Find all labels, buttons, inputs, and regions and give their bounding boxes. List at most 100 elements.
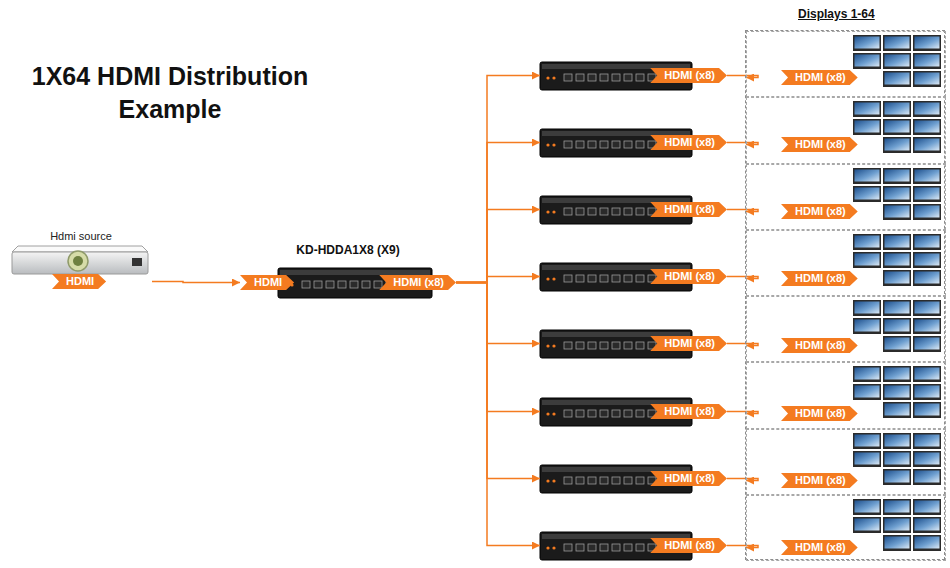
connector xyxy=(727,210,758,212)
connector xyxy=(727,143,758,145)
connector xyxy=(456,76,540,283)
display-monitor xyxy=(853,119,881,135)
splitter: HDMI (x8) xyxy=(540,196,727,224)
port-tag: HDMI (x8) xyxy=(781,406,858,421)
splitter: HDMI (x8) xyxy=(540,62,727,90)
connector xyxy=(456,283,540,546)
display-monitor xyxy=(883,517,911,533)
display-monitor xyxy=(853,300,881,316)
connector xyxy=(456,143,540,283)
splitter: HDMI (x8) xyxy=(540,465,727,493)
port-tag: HDMI (x8) xyxy=(650,471,727,486)
display-monitor xyxy=(883,433,911,449)
display-monitor xyxy=(913,517,941,533)
splitter-main: KD-HDDA1X8 (X9) HDMI HDMI (x8) xyxy=(240,236,456,300)
display-monitor xyxy=(913,204,941,220)
display-monitor xyxy=(883,137,911,153)
device-label: Hdmi source xyxy=(10,230,152,242)
display-monitor xyxy=(913,433,941,449)
display-monitor xyxy=(883,270,911,286)
port-tag: HDMI (x8) xyxy=(650,336,727,351)
connector xyxy=(152,282,240,283)
port-tag: HDMI (x8) xyxy=(650,135,727,150)
display-monitor xyxy=(883,53,911,69)
port-tag: HDMI xyxy=(240,275,294,290)
connector xyxy=(456,283,540,412)
display-monitor xyxy=(853,318,881,334)
splitter: HDMI (x8) xyxy=(540,330,727,358)
port-tag: HDMI (x8) xyxy=(379,275,456,290)
port-tag: HDMI (x8) xyxy=(650,404,727,419)
splitter: HDMI (x8) xyxy=(540,532,727,560)
display-monitor xyxy=(913,318,941,334)
port-tag: HDMI (x8) xyxy=(650,538,727,553)
display-monitor xyxy=(883,204,911,220)
display-monitor xyxy=(913,300,941,316)
port-tag: HDMI (x8) xyxy=(781,137,858,152)
display-monitor xyxy=(883,535,911,551)
display-monitor xyxy=(853,433,881,449)
display-monitor xyxy=(853,234,881,250)
display-monitor xyxy=(883,499,911,515)
display-monitor xyxy=(853,517,881,533)
splitter: HDMI (x8) xyxy=(540,398,727,426)
display-monitor xyxy=(883,336,911,352)
display-monitor xyxy=(913,101,941,117)
model-label: KD-HDDA1X8 (X9) xyxy=(240,243,456,257)
region-heading: Displays 1-64 xyxy=(798,7,875,21)
port-tag: HDMI (x8) xyxy=(781,473,858,488)
display-monitor xyxy=(883,300,911,316)
display-monitor xyxy=(913,270,941,286)
port-tag: HDMI (x8) xyxy=(781,338,858,353)
port-tag: HDMI (x8) xyxy=(781,271,858,286)
display-monitor xyxy=(883,252,911,268)
splitter: HDMI (x8) xyxy=(540,129,727,157)
display-monitor xyxy=(853,186,881,202)
connector xyxy=(456,283,540,479)
display-group: HDMI (x8) xyxy=(746,429,946,495)
display-monitor xyxy=(853,384,881,400)
display-monitor xyxy=(853,35,881,51)
display-monitor xyxy=(883,186,911,202)
display-monitor xyxy=(853,101,881,117)
display-group: HDMI (x8) xyxy=(746,230,946,296)
port-tag: HDMI (x8) xyxy=(650,202,727,217)
connector xyxy=(727,479,758,481)
port-tag: HDMI (x8) xyxy=(781,204,858,219)
display-monitor xyxy=(853,252,881,268)
display-group: HDMI (x8) xyxy=(746,362,946,429)
port-tag: HDMI (x8) xyxy=(650,68,727,83)
display-monitor xyxy=(913,469,941,485)
diagram-title: 1X64 HDMI Distribution Example xyxy=(0,60,340,126)
connector xyxy=(727,277,758,279)
display-group: HDMI (x8) xyxy=(746,495,946,561)
connector xyxy=(727,76,758,78)
display-group: HDMI (x8) xyxy=(746,31,946,97)
display-monitor xyxy=(913,336,941,352)
display-monitor xyxy=(853,53,881,69)
display-monitor xyxy=(883,71,911,87)
display-group: HDMI (x8) xyxy=(746,164,946,230)
display-monitor xyxy=(883,402,911,418)
source-device xyxy=(12,246,148,274)
display-monitor xyxy=(853,451,881,467)
connector xyxy=(456,210,540,283)
display-monitor xyxy=(853,366,881,382)
connector xyxy=(727,344,758,346)
display-monitor xyxy=(913,234,941,250)
port-tag: HDMI (x8) xyxy=(650,269,727,284)
display-group: HDMI (x8) xyxy=(746,296,946,362)
display-monitor xyxy=(913,366,941,382)
display-monitor xyxy=(913,535,941,551)
display-monitor xyxy=(913,168,941,184)
display-monitor xyxy=(913,35,941,51)
display-monitor xyxy=(913,252,941,268)
display-monitor xyxy=(883,234,911,250)
display-monitor xyxy=(883,101,911,117)
connector xyxy=(456,277,540,283)
display-monitor xyxy=(913,186,941,202)
display-monitor xyxy=(883,119,911,135)
source-device: Hdmi sourceHDMI xyxy=(10,228,152,292)
display-monitor xyxy=(913,71,941,87)
connector xyxy=(727,412,758,414)
